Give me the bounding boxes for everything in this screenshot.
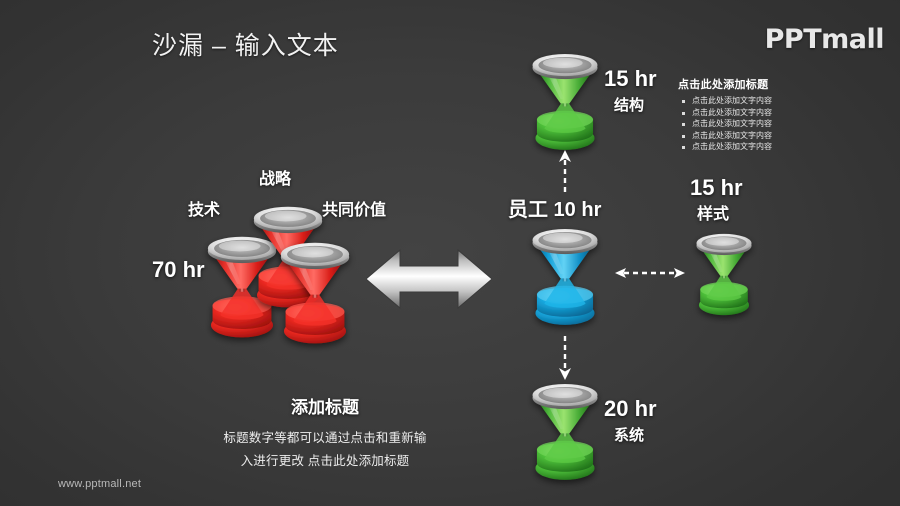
label-employee: 员工 10 hr [508, 199, 602, 221]
hourglass-shared-value[interactable] [272, 228, 358, 352]
hourglass-technology-graphic [207, 236, 277, 338]
caption-title: 添加标题 [291, 398, 359, 417]
dashed-arrow-up-icon [559, 150, 571, 192]
list-item: 点击此处添加文字内容 [678, 107, 798, 119]
page-title: 沙漏 – 输入文本 [152, 32, 339, 60]
side-text-title: 点击此处添加标题 [678, 79, 769, 91]
hourglass-structure-graphic [532, 54, 598, 150]
hourglass-technology[interactable] [199, 222, 285, 346]
logo-text: PPTmall [764, 24, 885, 55]
caption-body: 标题数字等都可以通过点击和重新输 入进行更改 点击此处添加标题 [180, 427, 470, 473]
hourglass-employee-graphic [532, 229, 598, 325]
hourglass-system-graphic [532, 384, 598, 480]
dashed-arrow-down-icon [559, 336, 571, 380]
hourglass-employee[interactable] [524, 215, 606, 333]
list-item: 点击此处添加文字内容 [678, 118, 798, 130]
hourglass-shared-value-graphic [280, 242, 350, 344]
label-structure-hours: 15 hr [604, 66, 657, 91]
label-style-name: 样式 [697, 206, 730, 223]
hourglass-system[interactable] [524, 370, 606, 488]
caption-block: 添加标题 标题数字等都可以通过点击和重新输 入进行更改 点击此处添加标题 [180, 393, 470, 473]
label-strategy: 战略 [259, 171, 292, 188]
label-style-hours: 15 hr [690, 175, 743, 200]
label-technology: 技术 [188, 202, 221, 219]
caption-line-1: 标题数字等都可以通过点击和重新输 [223, 431, 427, 445]
double-arrow-icon [366, 248, 492, 310]
label-left-hours: 70 hr [152, 257, 205, 282]
side-text-block: 点击此处添加标题 点击此处添加文字内容 点击此处添加文字内容 点击此处添加文字内… [678, 76, 798, 153]
pptmall-logo: PPTmall [764, 24, 885, 55]
hourglass-style[interactable] [689, 222, 759, 322]
caption-line-2: 入进行更改 点击此处添加标题 [240, 454, 410, 469]
label-system-name: 系统 [614, 427, 645, 444]
list-item: 点击此处添加文字内容 [678, 95, 798, 107]
hourglass-structure[interactable] [524, 40, 606, 158]
dashed-arrow-horizontal-icon [615, 268, 685, 278]
label-structure-name: 结构 [614, 97, 645, 114]
label-system-hours: 20 hr [604, 396, 657, 421]
list-item: 点击此处添加文字内容 [678, 141, 798, 153]
footer-url: www.pptmall.net [58, 478, 142, 490]
label-shared-value: 共同价值 [322, 202, 387, 219]
side-text-bullets: 点击此处添加文字内容 点击此处添加文字内容 点击此处添加文字内容 点击此处添加文… [678, 95, 798, 153]
hourglass-style-graphic [696, 233, 752, 316]
list-item: 点击此处添加文字内容 [678, 130, 798, 142]
